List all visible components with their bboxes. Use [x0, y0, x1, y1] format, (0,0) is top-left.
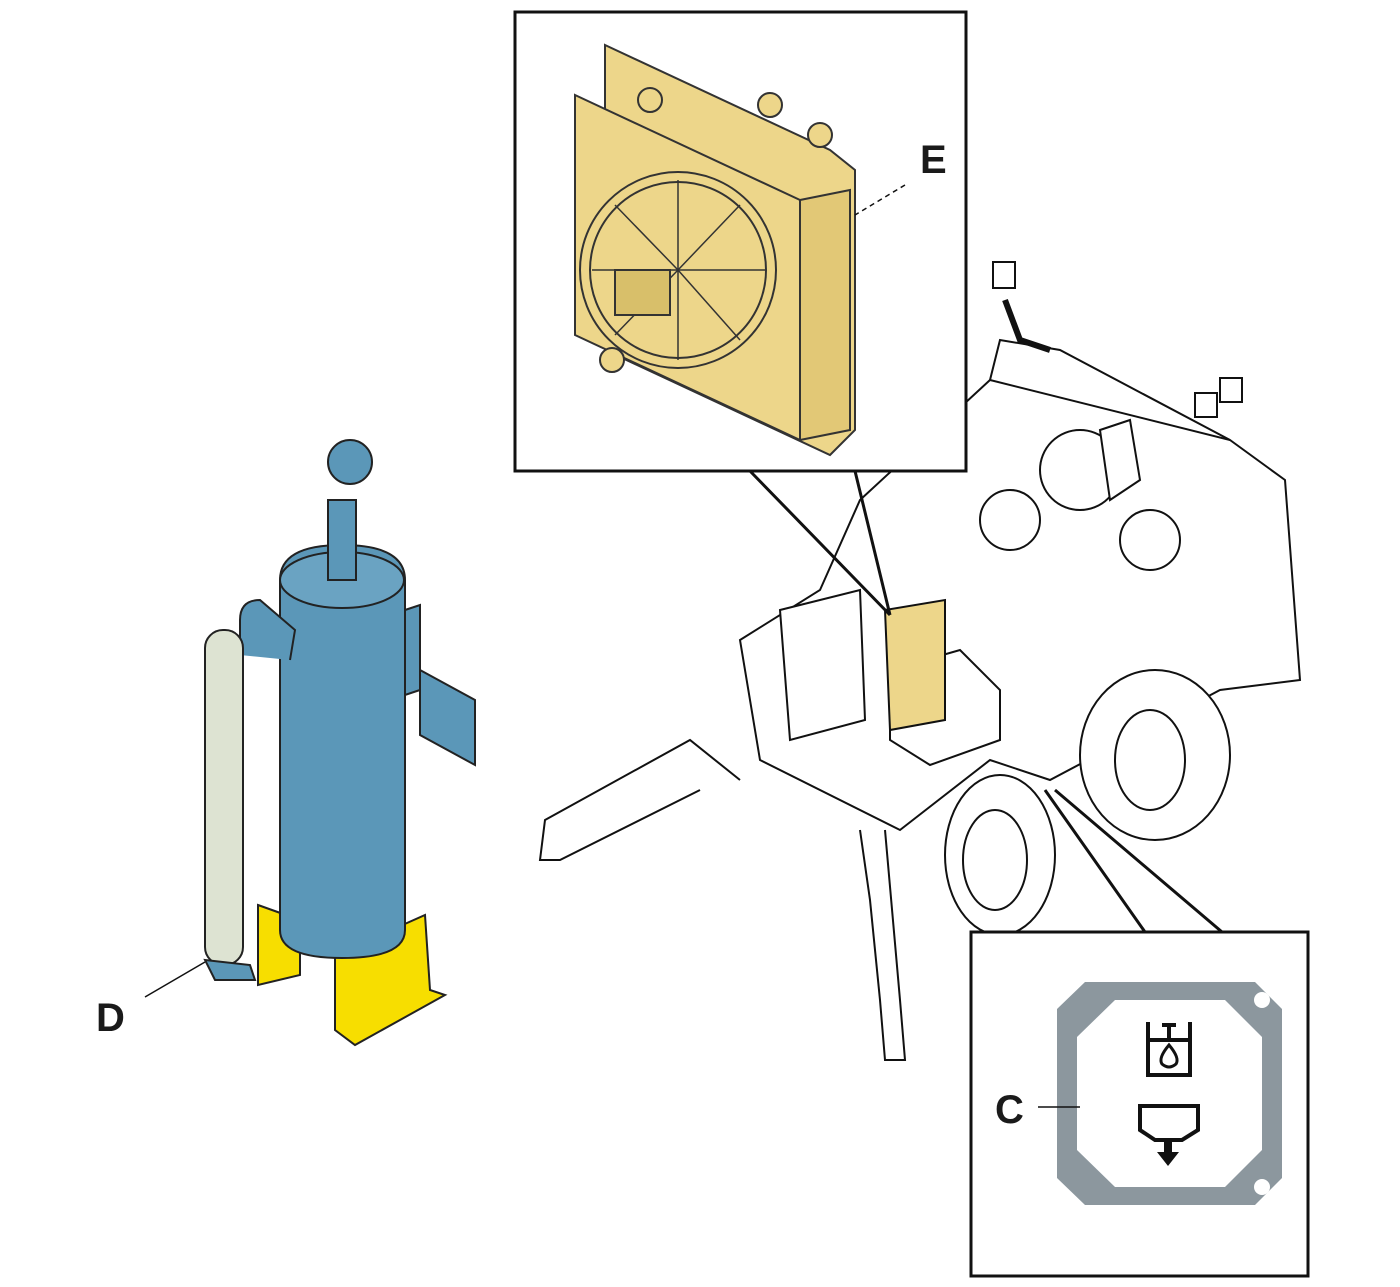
label-c: C: [995, 1088, 1024, 1132]
leader-line-d: [144, 961, 206, 998]
label-e: E: [920, 138, 947, 182]
radiator-illustration: [574, 43, 856, 457]
label-d: D: [96, 996, 125, 1040]
drain-icon: [1138, 1104, 1200, 1166]
callout-c-inset: [969, 788, 1310, 1278]
fluid-reservoir-icon: [1146, 1022, 1192, 1077]
machine-illustration: [538, 261, 1302, 1061]
air-receiver-tank-illustration: [203, 439, 476, 1047]
callout-e-inset: [513, 10, 968, 617]
